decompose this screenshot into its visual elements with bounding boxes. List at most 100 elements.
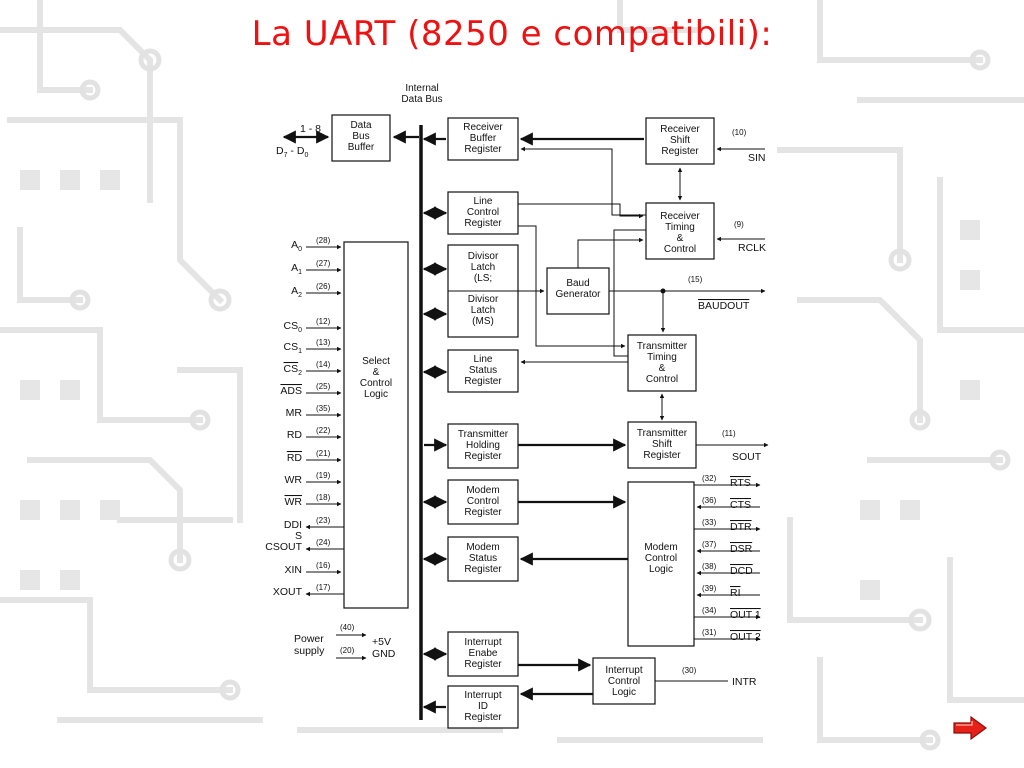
block-label: Enabe (469, 648, 498, 659)
signal-label: WR (285, 474, 303, 486)
modem-pin-number: (34) (702, 606, 717, 615)
modem-signal-label: OUT 2 (730, 631, 761, 643)
intr-pin-number: (30) (682, 666, 697, 675)
left-signal-pins: A0(28)A1(27)A2(26)CS0(12)CS1(13)CS2(14)A… (265, 236, 344, 598)
block-label: Register (464, 659, 502, 670)
transmitter-holding-register-block: Transmitter Holding Register (447, 423, 519, 469)
block-label: (LS; (474, 273, 492, 284)
signal-pin-number: (16) (316, 561, 331, 570)
slide-title: La UART (8250 e compatibili): (251, 14, 773, 54)
interrupt-control-logic-block: Interrupt Control Logic (592, 657, 656, 705)
vcc-label: +5V (372, 636, 391, 648)
block-label: Timing (665, 222, 695, 233)
signal-label: A1 (291, 262, 302, 276)
data-bus-width-label: 1 - 8 (300, 123, 321, 135)
lcr-to-rtc (518, 203, 644, 219)
block-label: (MS) (472, 316, 494, 327)
block-label: Control (646, 374, 678, 385)
block-label: Divisor (468, 294, 499, 305)
signal-pin-number: (19) (316, 471, 331, 480)
block-label: Generator (555, 289, 601, 300)
vcc-pin-number: (40) (340, 623, 355, 632)
block-label: Transmitter (637, 428, 688, 439)
signal-label: CS0 (284, 320, 303, 334)
signal-label: ADS (280, 385, 302, 397)
modem-pin-number: (37) (702, 540, 717, 549)
signal-pin-number: (14) (316, 360, 331, 369)
block-label: & (677, 233, 684, 244)
signal-pin-number: (22) (316, 426, 331, 435)
select-control-logic-block: Select & Control Logic (343, 241, 409, 609)
block-label: Timing (647, 352, 677, 363)
signal-label: A0 (291, 239, 302, 253)
block-label: Register (464, 451, 502, 462)
signal-pin-number: (21) (316, 449, 331, 458)
block-label: Divisor (468, 251, 499, 262)
signal-label: S (295, 530, 302, 542)
signal-pin-number: (26) (316, 282, 331, 291)
modem-signal-label: DTR (730, 521, 752, 533)
modem-signal-label: CTS (730, 499, 751, 511)
signal-pin-number: (12) (316, 317, 331, 326)
sin-label: SIN (748, 152, 766, 164)
block-label: Register (464, 712, 502, 723)
modem-pin-number: (38) (702, 562, 717, 571)
power-label: Power (294, 633, 324, 645)
block-label: Modem (466, 485, 499, 496)
next-slide-arrow-icon[interactable] (952, 714, 988, 742)
modem-pin-number: (36) (702, 496, 717, 505)
modem-signal-label: DCD (730, 565, 753, 577)
interrupt-enable-register-block: Interrupt Enabe Register (447, 631, 519, 677)
block-label: Control (664, 244, 696, 255)
block-label: & (373, 367, 380, 378)
interrupt-id-register-block: Interrupt ID Register (447, 685, 519, 729)
block-label: Interrupt (605, 665, 642, 676)
signal-label: CS1 (284, 341, 303, 355)
block-label: ID (478, 701, 488, 712)
signal-label: WR (285, 496, 303, 508)
bus-label-line1: Internal (405, 83, 438, 94)
modem-control-logic-block: Modem Control Logic (627, 481, 695, 647)
modem-signal-label: OUT 1 (730, 609, 761, 621)
block-label: Line (474, 354, 493, 365)
gnd-label: GND (372, 648, 396, 660)
block-label: & (659, 363, 666, 374)
sin-pin-number: (10) (732, 128, 747, 137)
modem-signal-pins: (32)RTS(36)CTS(33)DTR(37)DSR(38)DCD(39)R… (694, 474, 761, 643)
modem-signal-label: DSR (730, 543, 753, 555)
baudout-label: BAUDOUT (698, 300, 750, 312)
signal-pin-number: (27) (316, 259, 331, 268)
block-label: Register (661, 146, 699, 157)
block-label: Buffer (470, 133, 497, 144)
block-label: Receiver (463, 122, 503, 133)
signal-label: XIN (284, 564, 302, 576)
block-label: Register (464, 376, 502, 387)
receiver-buffer-register-block: Receiver Buffer Register (447, 117, 519, 161)
transmitter-timing-control-block: Transmitter Timing & Control (627, 334, 697, 392)
signal-label: MR (286, 407, 303, 419)
block-label: Data (350, 120, 372, 131)
block-label: Logic (364, 389, 388, 400)
signal-label: CSOUT (265, 541, 302, 553)
lcr-to-ttc (518, 225, 626, 349)
block-label: Transmitter (458, 429, 509, 440)
rtc-to-rbr-control (520, 146, 646, 216)
data-bus-buffer-block: Data Bus Buffer (331, 114, 391, 162)
signal-pin-number: (13) (316, 338, 331, 347)
block-label: Status (469, 365, 497, 376)
baudout-pin-number: (15) (688, 275, 703, 284)
signal-pin-number: (28) (316, 236, 331, 245)
transmitter-shift-register-block: Transmitter Shift Register (627, 421, 697, 469)
modem-pin-number: (39) (702, 584, 717, 593)
line-status-register-block: Line Status Register (447, 349, 519, 393)
block-label: Status (469, 553, 497, 564)
block-label: Buffer (348, 142, 375, 153)
data-pins-label: D7 - D0 (276, 145, 308, 159)
gnd-pin-number: (20) (340, 646, 355, 655)
block-label: Register (464, 507, 502, 518)
uart-block-diagram: Internal Data Bus Data Bus Buffer 1 - 8 … (265, 83, 769, 729)
receiver-timing-control-block: Receiver Timing & Control (645, 202, 715, 260)
block-label: Register (464, 218, 502, 229)
modem-pin-number: (33) (702, 518, 717, 527)
